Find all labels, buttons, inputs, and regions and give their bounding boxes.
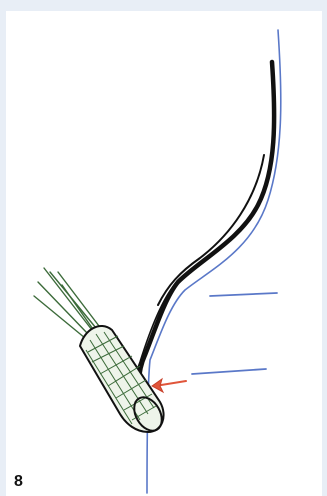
blue-line-lower (192, 369, 266, 374)
blue-profile-line (147, 30, 281, 493)
figure-number: 8 (14, 474, 23, 490)
black-thin-curve-inner (158, 155, 264, 305)
bundle-cylinder (80, 326, 167, 436)
black-thick-curve (139, 62, 274, 392)
blue-line-upper (210, 293, 277, 296)
red-arrow-icon (152, 379, 186, 392)
green-strands (34, 268, 99, 338)
